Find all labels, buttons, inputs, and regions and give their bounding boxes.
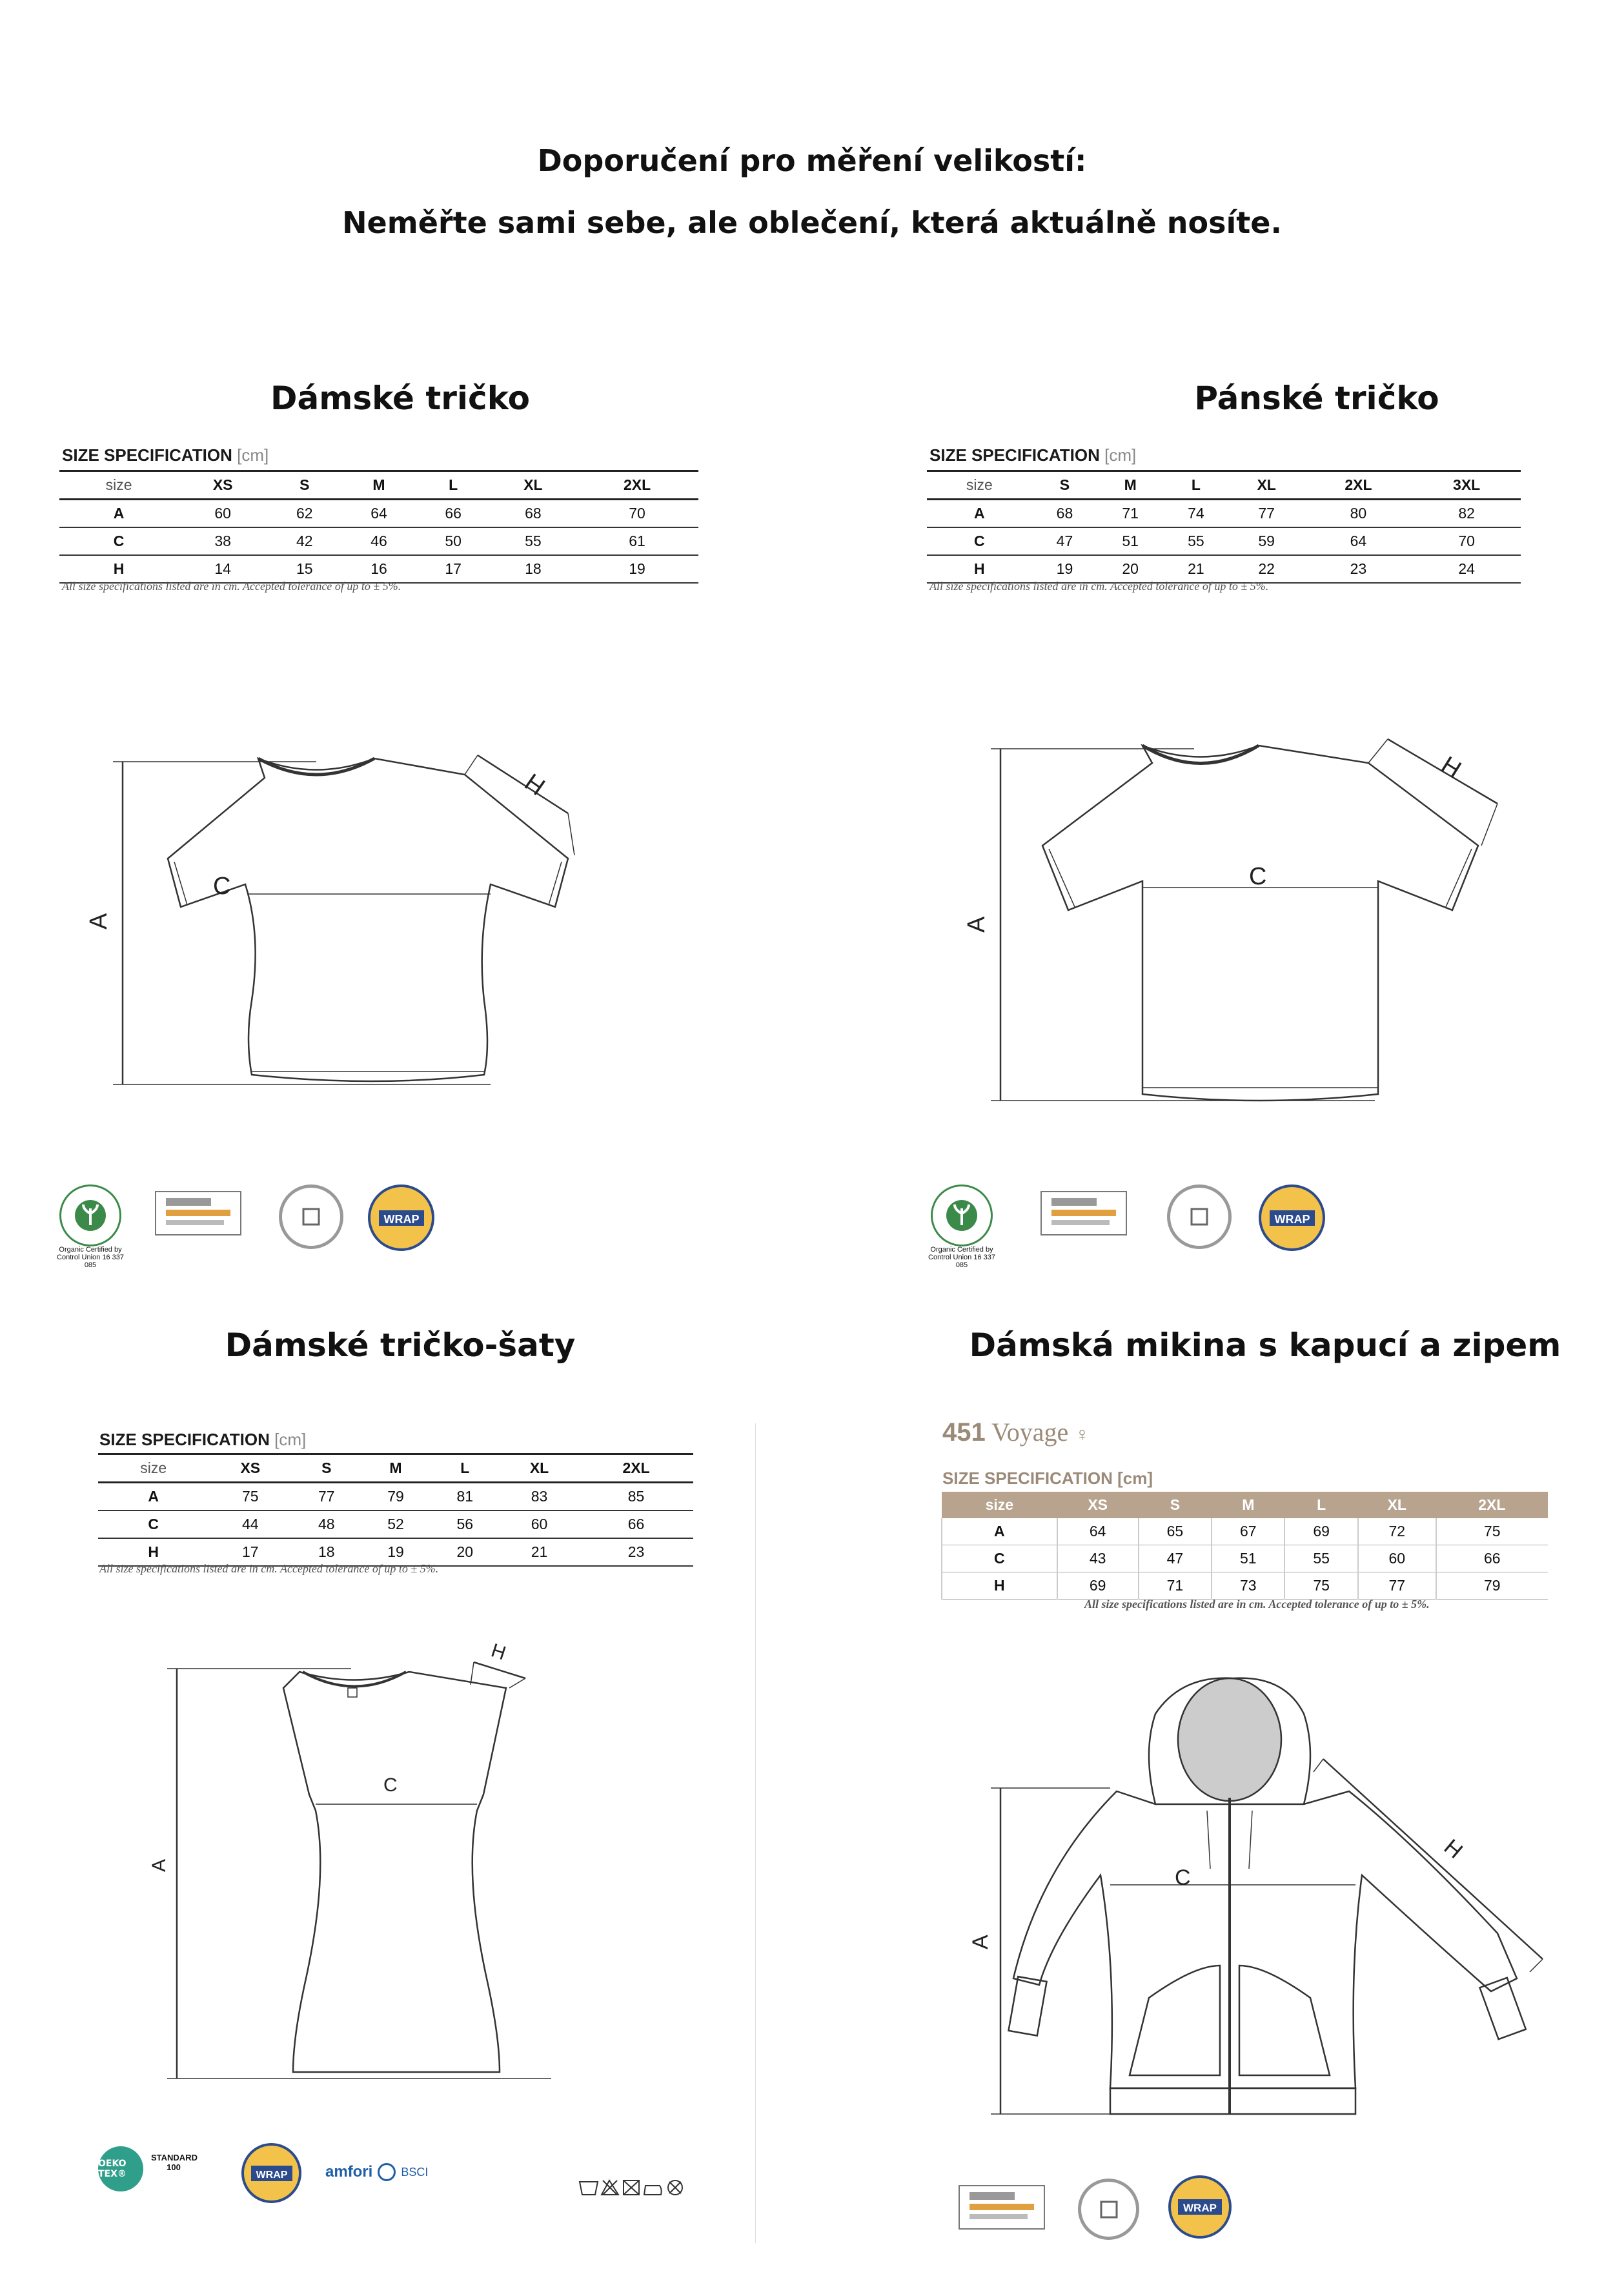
label-h: H [1436,751,1466,784]
tolerance-note: All size specifications listed are in cm… [929,580,1269,593]
oeko-tex-icon [155,1191,241,1235]
label-a: A [968,1935,993,1949]
bsci-icon [1167,1184,1232,1249]
brand-title: 451 Voyage ♀ [942,1418,1090,1447]
label-a: A [85,913,112,930]
oeko-tex-icon [959,2185,1045,2230]
tolerance-note: All size specifications listed are in cm… [99,1562,439,1575]
panel-hoodie: 451 Voyage ♀ SIZE SPECIFICATION [cm] siz… [923,1404,1568,2262]
wrap-icon: WRAP [1168,2175,1232,2239]
title-tshirt-dress: Dámské tričko-šaty [225,1326,576,1364]
bsci-icon [279,1184,343,1249]
bsci-icon [1078,2179,1139,2240]
dress-diagram: C A H [148,1640,655,2095]
spec-title: SIZE SPECIFICATION [cm] [942,1469,1153,1488]
gots-caption: Organic Certified by Control Union 16 33… [57,1246,124,1269]
svg-text:WRAP: WRAP [1274,1213,1310,1226]
standard-label: STANDARD 100 [151,2153,198,2172]
mens-tshirt-diagram: C A H [963,717,1530,1117]
wrap-icon: WRAP [1259,1184,1325,1251]
header-line-2: Neměřte sami sebe, ale oblečení, která a… [342,205,1282,240]
svg-text:WRAP: WRAP [256,2170,287,2180]
tolerance-note: All size specifications listed are in cm… [62,580,401,593]
label-c: C [383,1774,398,1796]
spec-title: SIZE SPECIFICATION [cm] [99,1430,307,1449]
tolerance-note: All size specifications listed are in cm… [1084,1598,1430,1611]
hoodie-diagram: C A H [968,1662,1556,2153]
label-h: H [520,769,550,801]
oeko-tex-icon: OEKO TEX® [98,2146,143,2191]
gots-icon [931,1184,993,1246]
gots-caption: Organic Certified by Control Union 16 33… [928,1246,995,1269]
oeko-tex-icon [1040,1191,1127,1235]
label-a: A [963,916,990,933]
wrap-icon: WRAP [241,2143,301,2203]
label-h: H [1439,1835,1467,1864]
svg-text:WRAP: WRAP [383,1213,419,1226]
gots-icon [59,1184,121,1246]
label-c: C [213,873,230,900]
svg-text:WRAP: WRAP [1183,2202,1217,2214]
title-hoodie: Dámská mikina s kapucí a zipem [969,1326,1561,1364]
amfori-bsci-icon: amfori BSCI [325,2163,429,2181]
label-h: H [489,1640,509,1664]
label-c: C [1175,1865,1191,1890]
title-mens-tshirt: Pánské tričko [1194,380,1439,417]
wrap-icon: WRAP [368,1184,434,1251]
label-a: A [148,1859,170,1872]
spec-title: SIZE SPECIFICATION [cm] [62,445,269,465]
label-c: C [1249,863,1266,890]
womens-tshirt-diagram: C A H [85,729,645,1104]
spec-title: SIZE SPECIFICATION [cm] [929,445,1137,465]
care-symbols-icon [577,2175,687,2199]
title-womens-tshirt: Dámské tričko [270,380,530,417]
header-line-1: Doporučení pro měření velikostí: [537,143,1087,178]
